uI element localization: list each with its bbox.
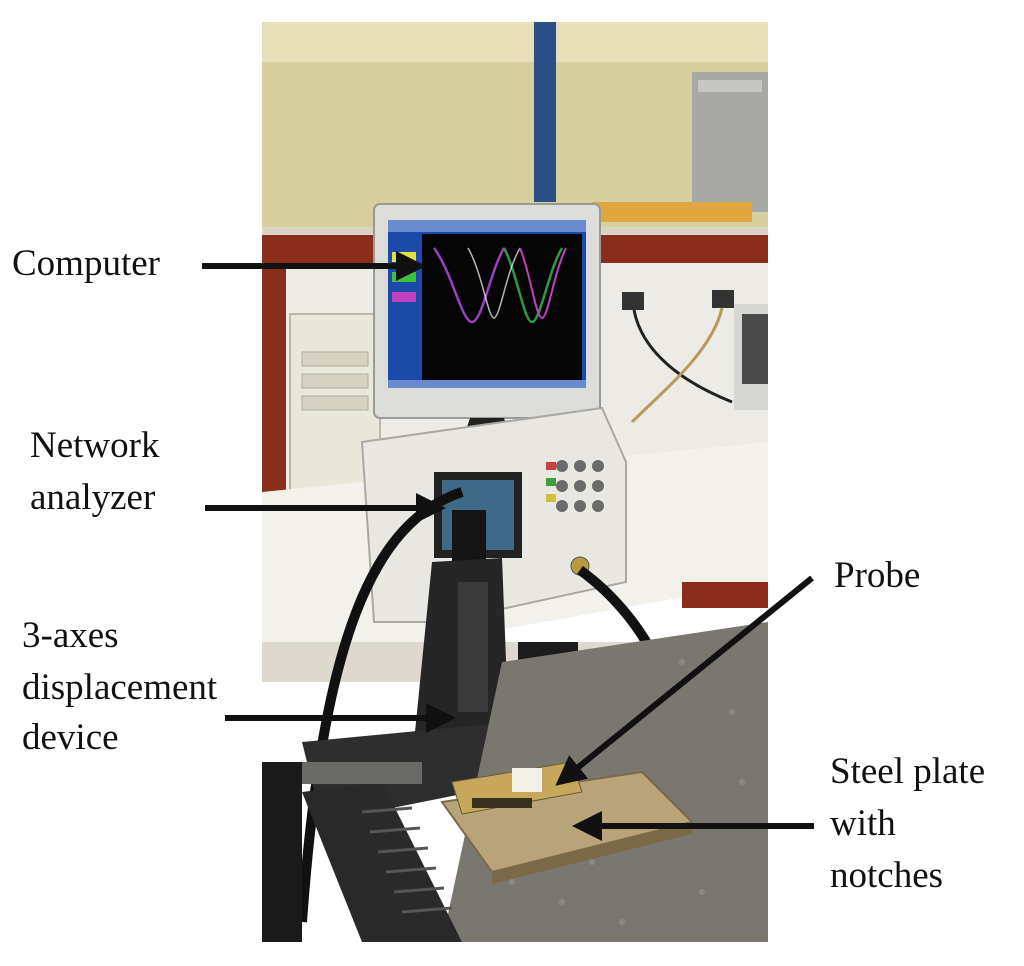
probe-label: Probe [834, 555, 921, 596]
orange-folder [592, 202, 752, 222]
displacement-label-line1: 3-axes [22, 615, 119, 656]
gray-box [692, 72, 768, 212]
network-analyzer-label-line1: Network [30, 425, 160, 466]
steel-plate-label-line2: with [830, 803, 896, 844]
steel-plate-label-line3: notches [830, 855, 944, 896]
steel-plate-label-line1: Steel plate [830, 751, 986, 792]
network-analyzer-label-line2: analyzer [30, 477, 156, 518]
displacement-label-line3: device [22, 717, 119, 758]
blue-pillar [534, 22, 556, 202]
setup-photo-illustration [262, 22, 768, 942]
probe [512, 768, 542, 792]
computer-label: Computer [12, 243, 160, 284]
setup-photo [262, 22, 768, 942]
displacement-label-line2: displacement [22, 667, 218, 708]
